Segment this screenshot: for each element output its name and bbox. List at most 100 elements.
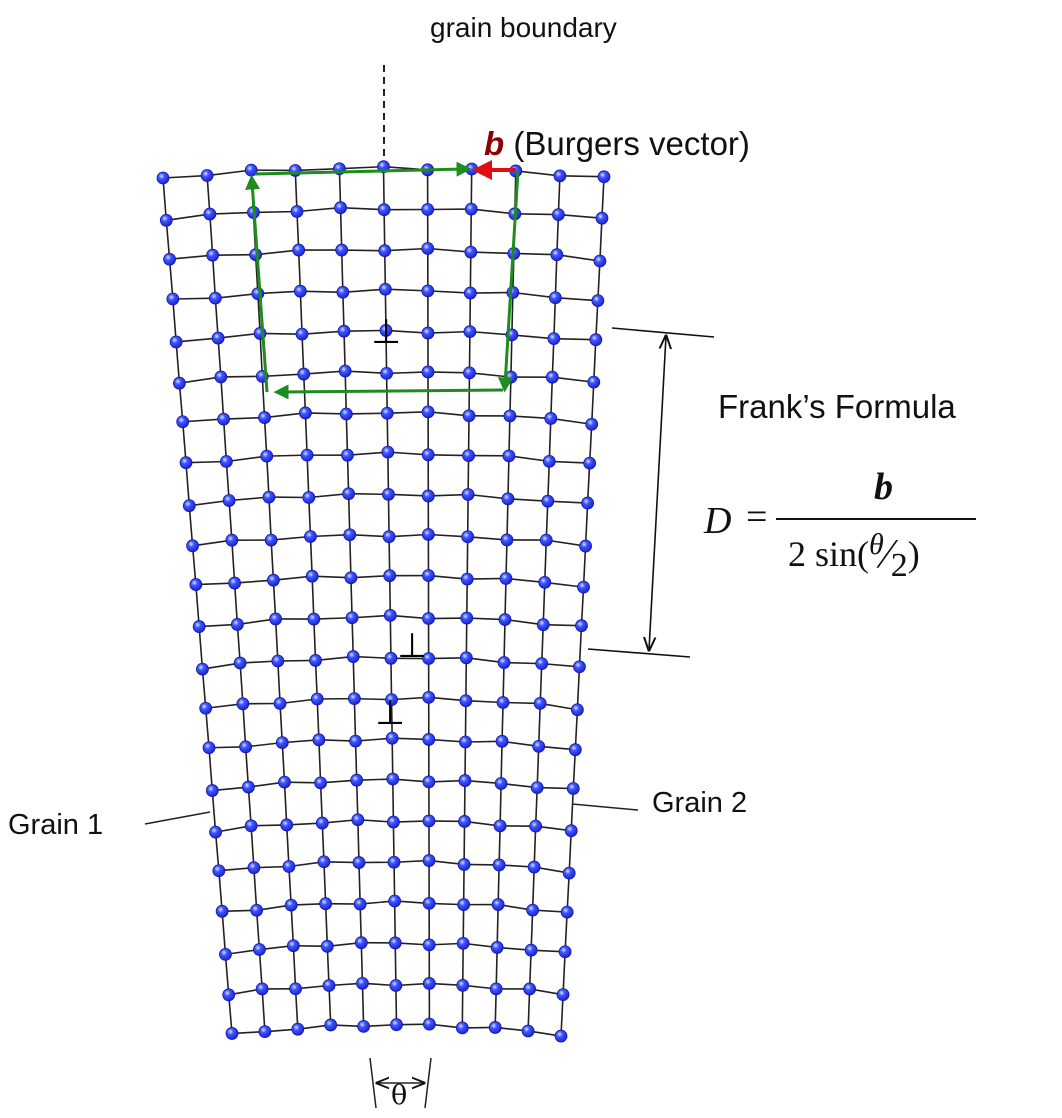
lattice-atom — [251, 904, 263, 916]
franks-formula-title: Frank’s Formula — [718, 388, 956, 426]
denominator-two: 2 — [891, 547, 908, 584]
lattice-atom — [537, 619, 549, 631]
lattice-atom — [464, 287, 476, 299]
lattice-atom — [527, 904, 539, 916]
lattice-atom — [209, 292, 221, 304]
lattice-bond — [207, 170, 251, 175]
lattice-atom — [252, 288, 264, 300]
lattice-atom — [203, 742, 215, 754]
lattice-atom — [170, 336, 182, 348]
lattice-atom — [341, 449, 353, 461]
lattice-atom — [390, 979, 402, 991]
lattice-atom — [492, 899, 504, 911]
lattice-atom — [423, 897, 435, 909]
lattice-atom — [384, 609, 396, 621]
lattice-bond — [284, 782, 286, 825]
lattice-atom — [466, 163, 478, 175]
lattice-atom — [237, 698, 249, 710]
lattice-atom — [261, 450, 273, 462]
lattice-atom — [464, 326, 476, 338]
lattice-atom — [592, 295, 604, 307]
lattice-atom — [462, 531, 474, 543]
lattice-bond — [342, 250, 385, 251]
grain-2-leader — [572, 804, 638, 810]
lattice-atom — [157, 172, 169, 184]
lattice-atom — [493, 859, 505, 871]
lattice-atom — [573, 661, 585, 673]
lattice-atom — [499, 614, 511, 626]
lattice-atom — [542, 495, 554, 507]
lattice-atom — [344, 529, 356, 541]
lattice-atom — [423, 613, 435, 625]
lattice-bonds — [163, 167, 604, 1036]
lattice-atom — [551, 249, 563, 261]
lattice-atom — [212, 332, 224, 344]
circuit-bottom-arrow — [281, 390, 503, 392]
formula-equals: = — [746, 495, 767, 539]
lattice-bond — [504, 620, 505, 663]
lattice-bond — [341, 208, 385, 210]
lattice-atom — [381, 367, 393, 379]
lattice-atom — [489, 1021, 501, 1033]
lattice-atom — [491, 941, 503, 953]
spacing-top-tick — [612, 328, 714, 337]
lattice-bond — [533, 867, 535, 910]
lattice-atom — [353, 857, 365, 869]
lattice-atom — [501, 534, 513, 546]
lattice-atom — [549, 292, 561, 304]
lattice-atom — [313, 734, 325, 746]
denominator-suffix: ) — [908, 534, 920, 574]
lattice-atom — [180, 457, 192, 469]
lattice-atom — [423, 733, 435, 745]
lattice-atom — [315, 777, 327, 789]
lattice-atom — [278, 776, 290, 788]
lattice-atom — [321, 940, 333, 952]
lattice-atom — [204, 208, 216, 220]
lattice-atom — [463, 450, 475, 462]
lattice-atom — [389, 895, 401, 907]
lattice-atom — [270, 613, 282, 625]
lattice-atom — [580, 540, 592, 552]
lattice-bond — [471, 252, 514, 253]
lattice-atom — [423, 691, 435, 703]
lattice-atom — [546, 371, 558, 383]
lattice-bond — [560, 176, 604, 177]
lattice-atom — [503, 450, 515, 462]
lattice-bond — [586, 503, 588, 546]
lattice-atom — [383, 531, 395, 543]
lattice-atom — [465, 246, 477, 258]
lattice-bond — [393, 779, 394, 822]
lattice-atom — [358, 1020, 370, 1032]
lattice-atom — [422, 449, 434, 461]
lattice-bond — [362, 983, 363, 1026]
lattice-atom — [389, 937, 401, 949]
lattice-atom — [320, 898, 332, 910]
denominator-slash: ⁄ — [884, 532, 891, 578]
lattice-atom — [590, 334, 602, 346]
lattice-atom — [350, 735, 362, 747]
lattice-atom — [422, 570, 434, 582]
lattice-bond — [350, 535, 351, 578]
formula-denominator: 2 sin(θ⁄2) — [788, 529, 920, 577]
lattice-bond — [339, 167, 383, 169]
lattice-bond — [166, 214, 210, 220]
formula-lhs: D — [704, 499, 731, 543]
lattice-atom — [303, 491, 315, 503]
lattice-atom — [575, 620, 587, 632]
lattice-atom — [578, 581, 590, 593]
lattice-atom — [245, 820, 257, 832]
lattice-atom — [594, 255, 606, 267]
lattice-bond — [256, 250, 299, 255]
lattice-atom — [290, 983, 302, 995]
lattice-atom — [554, 170, 566, 182]
lattice-atom — [386, 732, 398, 744]
lattice-bond — [513, 293, 556, 298]
dislocation-symbol-1: ⊥ — [371, 312, 401, 352]
lattice-atom — [567, 783, 579, 795]
lattice-atom — [565, 825, 577, 837]
lattice-bond — [515, 214, 559, 215]
lattice-atom — [423, 977, 435, 989]
lattice-atom — [507, 287, 519, 299]
lattice-atom — [346, 612, 358, 624]
lattice-atom — [457, 937, 469, 949]
